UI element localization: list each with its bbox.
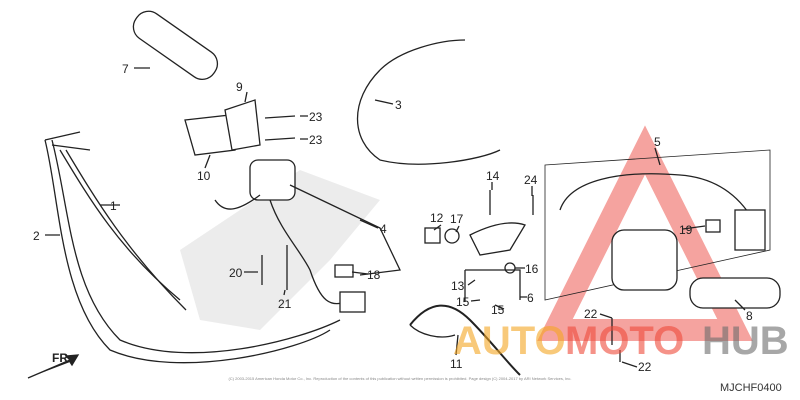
callout-17: 17 [450,212,464,226]
callout-6: 6 [527,291,534,305]
callout-2: 2 [33,229,40,243]
callout-24: 24 [524,173,538,187]
copyright-notice: (C) 2003-2015 American Honda Motor Co., … [228,376,571,381]
callout-15: 15 [456,295,470,309]
callout-12: 12 [430,211,444,225]
callout-8: 8 [746,309,753,323]
watermark-moto: MOTO [565,319,684,363]
callout-23: 23 [309,133,323,147]
watermark-hub: HUB [702,319,789,363]
watermark-logo [537,125,753,341]
callout-22: 22 [638,360,652,374]
callout-5: 5 [654,135,661,149]
front-arrow-label: FR. [52,351,71,365]
callout-9: 9 [236,80,243,94]
callout-labels: 7 9 23 23 10 1 2 3 5 4 14 24 12 17 19 16… [33,62,753,374]
callout-4: 4 [380,222,387,236]
callout-19: 19 [679,223,693,237]
callout-21: 21 [278,297,292,311]
callout-23: 23 [309,110,323,124]
callout-1: 1 [110,199,117,213]
background-wing-emblem [180,170,380,330]
callout-3: 3 [395,98,402,112]
diagram-code: MJCHF0400 [720,382,782,394]
callout-13: 13 [451,279,465,293]
callout-20: 20 [229,266,243,280]
callout-10: 10 [197,169,211,183]
callout-22: 22 [584,307,598,321]
callout-11: 11 [450,357,463,371]
parts-lines [27,10,781,379]
callout-15: 15 [491,303,505,317]
callout-7: 7 [122,62,129,76]
callout-16: 16 [525,262,539,276]
callout-14: 14 [486,169,500,183]
watermark-text: AUTO MOTO HUB [453,319,789,363]
watermark-auto: AUTO [453,319,566,363]
callout-18: 18 [367,268,381,282]
